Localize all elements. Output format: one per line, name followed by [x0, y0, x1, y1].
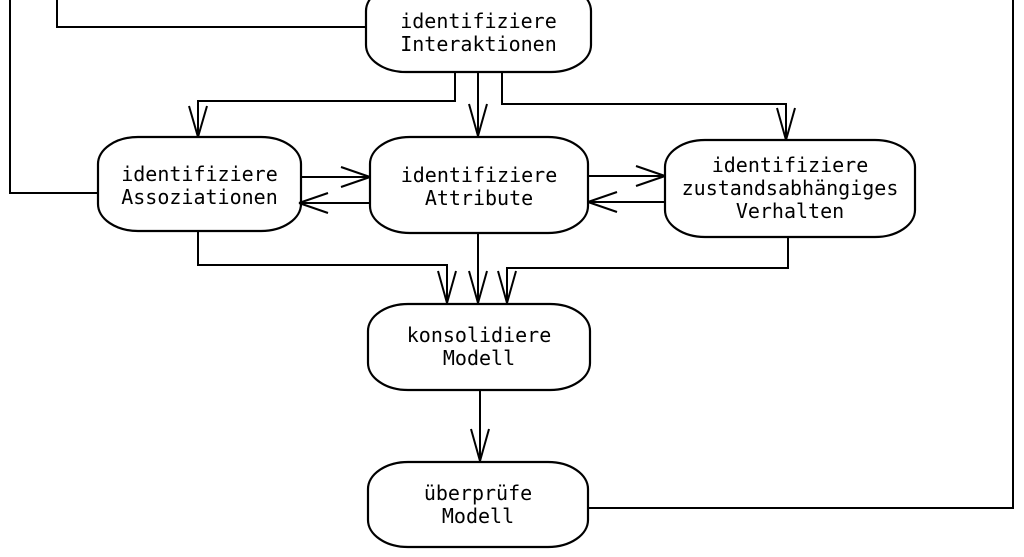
- edge-interaktionen-to-verhalten: [501, 72, 796, 141]
- edge-ueberpruefe-feedback-right: [588, 0, 1014, 509]
- edge-attribute-to-konsolidiere: [468, 233, 488, 304]
- edge-feedback-into-interaktionen: [56, 0, 366, 28]
- edge-interaktionen-to-attribute: [468, 72, 488, 137]
- edge-assoziationen-to-attribute: [300, 166, 371, 188]
- edge-verhalten-to-attribute: [587, 191, 665, 213]
- edge-verhalten-to-konsolidiere: [497, 237, 789, 304]
- node-shape-identifiziere-zustandsabhaengiges-verhalten: [663, 138, 917, 239]
- node-shape-ueberpruefe-modell: [366, 460, 590, 549]
- edge-konsolidiere-to-ueberpruefe: [470, 390, 490, 462]
- node-shape-konsolidiere-modell: [366, 302, 592, 392]
- node-shape-identifiziere-assoziationen: [96, 135, 303, 233]
- node-shape-identifiziere-attribute: [368, 135, 590, 235]
- edge-attribute-to-assoziationen: [298, 192, 370, 214]
- edge-assoziationen-to-konsolidiere: [197, 231, 457, 304]
- node-shape-identifiziere-interaktionen: [364, 0, 593, 74]
- edge-attribute-to-verhalten: [588, 165, 666, 187]
- edge-interaktionen-to-assoziationen: [188, 72, 456, 138]
- edge-feedback-into-assoziationen: [9, 0, 98, 194]
